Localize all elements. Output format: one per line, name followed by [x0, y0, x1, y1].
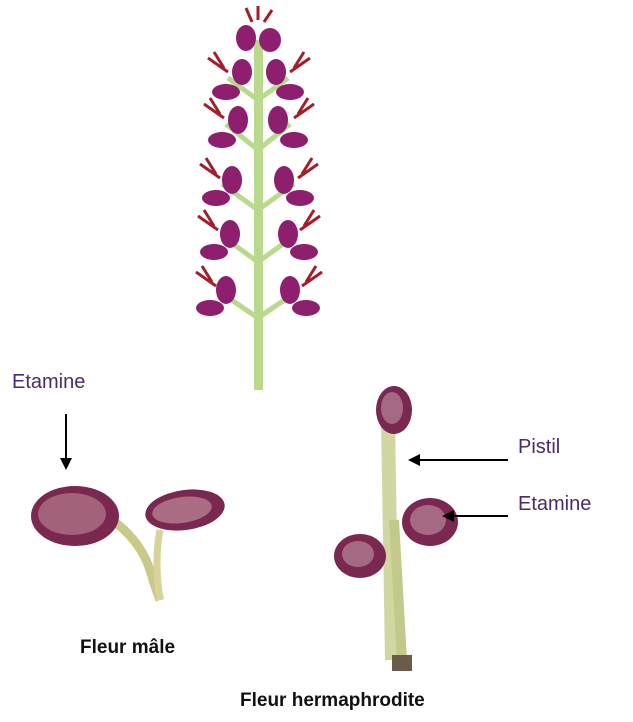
label-pistil: Pistil [518, 436, 560, 459]
flower-left-5 [196, 266, 236, 316]
hermaphrodite-flower [334, 386, 458, 671]
main-stem [254, 40, 263, 390]
flower-left-3 [200, 158, 242, 206]
flower-left-2 [204, 98, 248, 148]
flower-right-3 [274, 158, 318, 206]
caption-male-flower: Fleur mâle [80, 637, 175, 659]
flower-right-4 [278, 210, 320, 260]
flower-right-5 [280, 266, 322, 316]
flower-left-4 [198, 210, 240, 260]
arrow-herm-stamen [442, 510, 508, 522]
label-herm-stamen: Etamine [518, 493, 591, 516]
arrow-pistil [408, 454, 508, 466]
flower-right-2 [268, 98, 314, 148]
caption-hermaphrodite-flower: Fleur hermaphrodite [240, 690, 425, 712]
arrow-male-stamen [60, 414, 72, 470]
male-flower [31, 485, 227, 600]
label-male-stamen: Etamine [12, 371, 85, 394]
flower-right-1 [266, 52, 310, 100]
